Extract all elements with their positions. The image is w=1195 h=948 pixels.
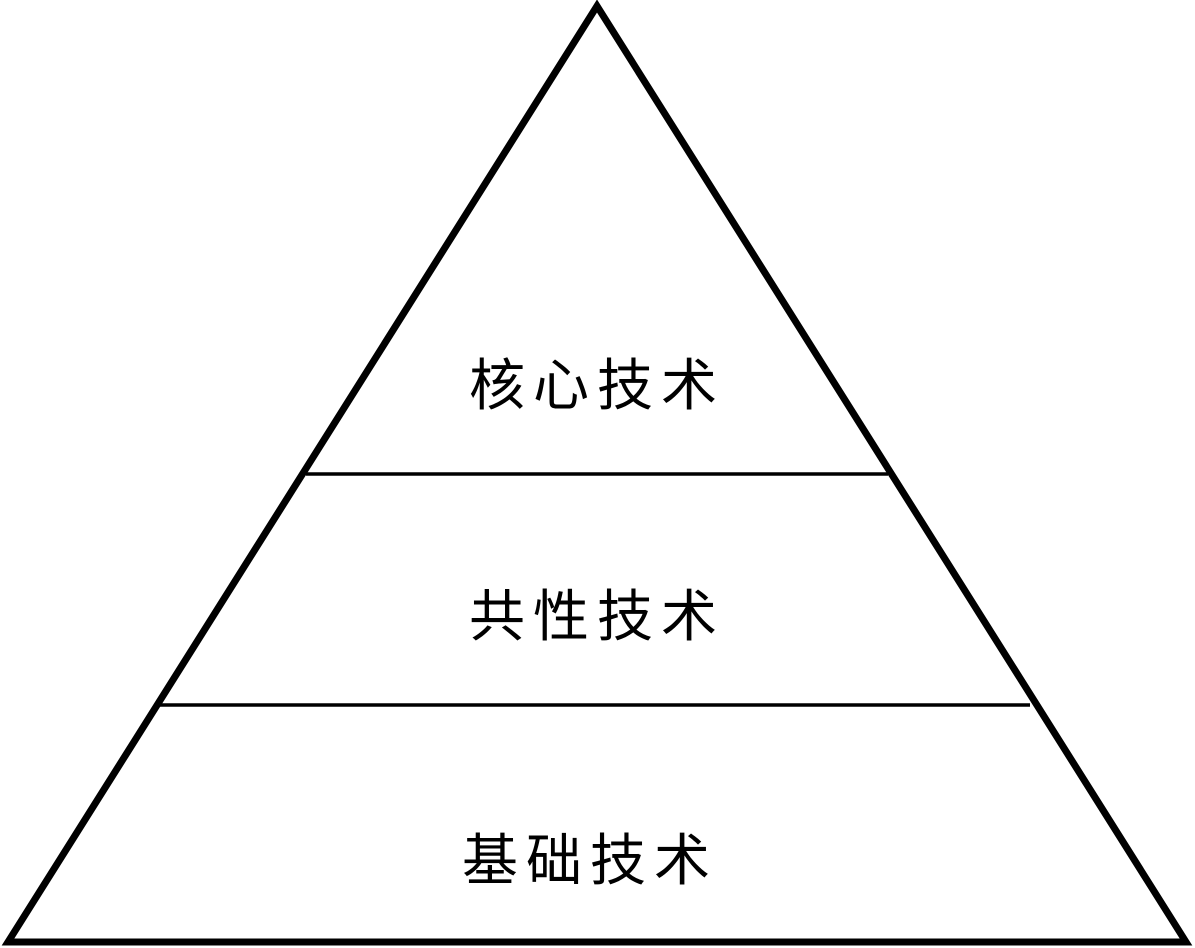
tier-label-common: 共性技术 [469, 585, 725, 650]
tier-label-foundation: 基础技术 [462, 829, 718, 894]
tier-label-core: 核心技术 [469, 354, 725, 419]
